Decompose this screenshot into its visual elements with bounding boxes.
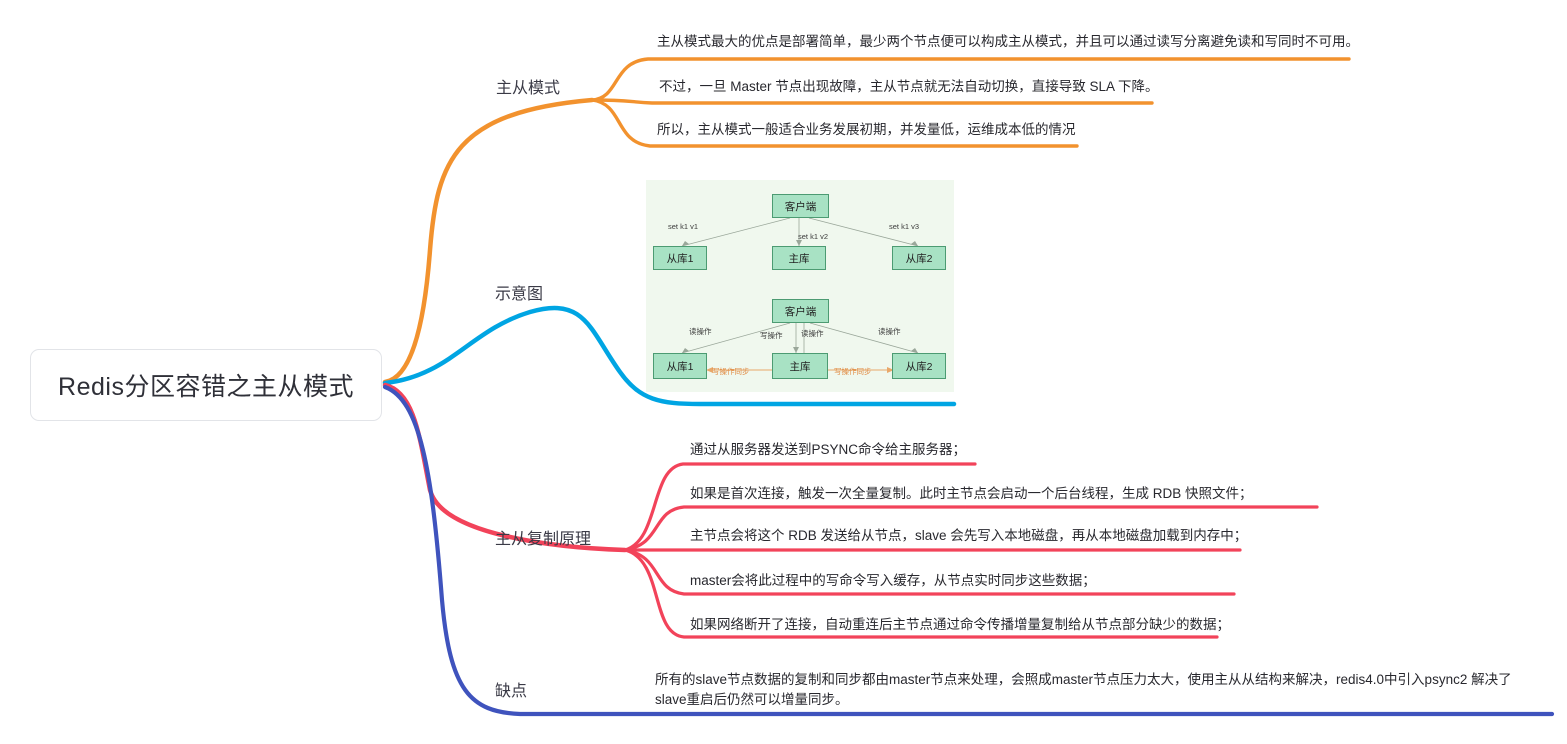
root-node-label: Redis分区容错之主从模式 (58, 373, 354, 401)
diagram-bottom-read-mid: 读操作 (801, 329, 824, 338)
diagram-top-master: 主库 (772, 246, 826, 270)
connector-master-slave-main (382, 97, 595, 385)
diagram-top-slave2: 从库2 (892, 246, 946, 270)
leaf-replication-1[interactable]: 通过从服务器发送到PSYNC命令给主服务器； (690, 442, 967, 457)
leaf-master-slave-3[interactable]: 所以，主从模式一般适合业务发展初期，并发量低，运维成本低的情况 (657, 122, 1076, 137)
leaf-replication-3[interactable]: 主节点会将这个 RDB 发送给从节点，slave 会先写入本地磁盘，再从本地磁盘… (690, 528, 1248, 543)
diagram-top-edge-mid: set k1 v2 (798, 232, 829, 241)
diagram-bottom-client: 客户端 (772, 299, 829, 323)
diagram-bottom-slave1: 从库1 (653, 353, 707, 379)
branch-label-master-slave-mode[interactable]: 主从模式 (496, 80, 561, 97)
diagram-bottom-read-right: 读操作 (878, 327, 901, 336)
diagram-top-slave1: 从库1 (653, 246, 707, 270)
schematic-diagram[interactable]: 客户端 从库1 主库 从库2 set k1 v1 set k1 v2 set k… (646, 180, 954, 392)
leaf-shortcoming-1[interactable]: 所有的slave节点数据的复制和同步都由master节点来处理，会照成maste… (655, 672, 1512, 707)
branch-label-shortcoming[interactable]: 缺点 (495, 683, 528, 700)
leaf-master-slave-1[interactable]: 主从模式最大的优点是部署简单，最少两个节点便可以构成主从模式，并且可以通过读写分… (657, 34, 1359, 49)
diagram-sync-right: 写操作同步 (834, 367, 872, 376)
diagram-sync-left: 写操作同步 (712, 367, 750, 376)
branch-label-replication-principle[interactable]: 主从复制原理 (495, 531, 592, 548)
root-node[interactable]: Redis分区容错之主从模式 (30, 349, 382, 421)
connector-master-slave-leaf-2 (590, 98, 1154, 105)
diagram-top-edge-right: set k1 v3 (889, 222, 920, 231)
diagram-bottom-slave2: 从库2 (892, 353, 946, 379)
diagram-bottom-master: 主库 (772, 353, 828, 379)
diagram-top-edge-left: set k1 v1 (668, 222, 699, 231)
diagram-bottom-write: 写操作 (760, 331, 783, 340)
connector-shortcoming (382, 384, 1555, 717)
leaf-replication-4[interactable]: master会将此过程中的写命令写入缓存，从节点实时同步这些数据； (690, 573, 1096, 588)
leaf-master-slave-2[interactable]: 不过，一旦 Master 节点出现故障，主从节点就无法自动切换，直接导致 SLA… (659, 79, 1159, 94)
diagram-top-client: 客户端 (772, 194, 829, 218)
diagram-bottom-read-left: 读操作 (689, 327, 712, 336)
leaf-replication-5[interactable]: 如果网络断开了连接，自动重连后主节点通过命令传播增量复制给从节点部分缺少的数据； (690, 617, 1230, 632)
branch-label-schematic[interactable]: 示意图 (495, 286, 544, 303)
leaf-replication-2[interactable]: 如果是首次连接，触发一次全量复制。此时主节点会启动一个后台线程，生成 RDB 快… (690, 486, 1253, 501)
